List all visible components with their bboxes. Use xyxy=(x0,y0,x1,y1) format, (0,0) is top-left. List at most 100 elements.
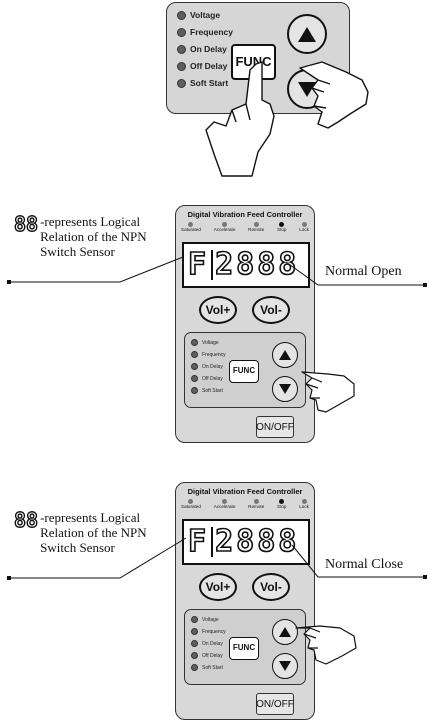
segment-digits-icon: 88 xyxy=(13,212,39,236)
status-stop: Stop xyxy=(277,499,286,509)
led-icon xyxy=(177,27,186,37)
indicator-soft-start: Soft Start xyxy=(177,78,233,88)
seven-segment-display: F 2 8 8 8 xyxy=(182,519,310,565)
status-label: Saturated xyxy=(181,504,201,509)
func-button[interactable]: FUNC xyxy=(229,360,259,383)
led-icon xyxy=(191,664,198,671)
vol-minus-button[interactable]: Vol- xyxy=(252,573,290,601)
vol-minus-button[interactable]: Vol- xyxy=(252,296,290,324)
indicator-frequency: Frequency xyxy=(177,27,233,37)
leader-line-sensor xyxy=(9,256,184,283)
display-digit: 2 xyxy=(214,524,235,559)
led-icon xyxy=(301,222,307,227)
indicator-label: On Delay xyxy=(202,363,223,370)
function-panel: Voltage Frequency On Delay Off Delay Sof… xyxy=(184,609,306,685)
indicator-off-delay: Off Delay xyxy=(177,61,233,71)
status-lock: Lock xyxy=(299,222,309,232)
status-label: Lock xyxy=(299,504,309,509)
down-button[interactable] xyxy=(272,376,298,402)
down-arrow-icon xyxy=(279,661,291,671)
down-arrow-icon xyxy=(279,384,291,394)
caption-normal-open: Normal Open xyxy=(325,264,402,279)
indicator-label: Frequency xyxy=(190,27,233,37)
leader-endpoint xyxy=(7,576,11,580)
indicator-list: Voltage Frequency On Delay Off Delay Sof… xyxy=(177,10,233,88)
led-icon xyxy=(301,499,307,504)
leader-endpoint xyxy=(423,575,427,579)
led-icon xyxy=(191,387,198,394)
up-arrow-icon xyxy=(279,627,291,637)
status-label: Accelerate xyxy=(213,227,236,232)
indicator-voltage: Voltage xyxy=(191,339,226,346)
controller-normal-close: Digital Vibration Feed Controller Satura… xyxy=(175,482,315,720)
hand-icon xyxy=(301,371,355,413)
leader-line-caption xyxy=(291,544,425,578)
status-remote: Remote xyxy=(248,499,264,509)
led-icon xyxy=(222,499,228,504)
up-button[interactable] xyxy=(272,619,298,645)
led-icon xyxy=(191,339,198,346)
indicator-on-delay: On Delay xyxy=(191,640,226,647)
vol-plus-button[interactable]: Vol+ xyxy=(199,573,237,601)
status-accelerate: Accelerate xyxy=(213,499,236,509)
note-text: -represents Logical Relation of the NPN … xyxy=(40,510,147,555)
indicator-label: Soft Start xyxy=(202,387,223,394)
status-row: Saturated Accelerate Remote Stop Lock xyxy=(181,222,309,232)
led-icon xyxy=(191,375,198,382)
status-accelerate: Accelerate xyxy=(213,222,236,232)
indicator-list: Voltage Frequency On Delay Off Delay Sof… xyxy=(191,616,226,671)
status-label: Saturated xyxy=(181,227,201,232)
led-icon xyxy=(253,499,259,504)
led-icon xyxy=(191,363,198,370)
up-button[interactable] xyxy=(287,14,327,54)
down-arrow-icon xyxy=(298,81,316,97)
status-remote: Remote xyxy=(248,222,264,232)
led-icon xyxy=(177,78,186,88)
up-arrow-icon xyxy=(298,26,316,42)
on-off-button[interactable]: ON/OFF xyxy=(256,416,294,438)
segment-digits-icon: 88 xyxy=(13,508,39,532)
up-button[interactable] xyxy=(272,342,298,368)
indicator-label: Voltage xyxy=(202,616,219,623)
note-text: -represents Logical Relation of the NPN … xyxy=(40,214,147,259)
hand-icon xyxy=(205,61,275,177)
display-digit: 8 xyxy=(277,524,298,559)
indicator-voltage: Voltage xyxy=(177,10,233,20)
note-normal-close: 88 -represents Logical Relation of the N… xyxy=(13,508,164,555)
func-button[interactable]: FUNC xyxy=(229,637,259,660)
indicator-label: Off Delay xyxy=(202,375,223,382)
display-digit: 8 xyxy=(256,247,277,282)
status-saturated: Saturated xyxy=(181,499,201,509)
indicator-label: On Delay xyxy=(202,640,223,647)
led-icon xyxy=(191,616,198,623)
status-stop: Stop xyxy=(277,222,286,232)
status-label: Accelerate xyxy=(213,504,236,509)
status-lock: Lock xyxy=(299,499,309,509)
led-icon xyxy=(188,499,194,504)
vol-plus-button[interactable]: Vol+ xyxy=(199,296,237,324)
indicator-label: Off Delay xyxy=(190,61,228,71)
controller-title: Digital Vibration Feed Controller xyxy=(187,487,303,496)
indicator-label: Soft Start xyxy=(190,78,229,88)
status-label: Lock xyxy=(299,227,309,232)
down-button[interactable] xyxy=(272,653,298,679)
led-icon xyxy=(222,222,228,227)
led-icon xyxy=(191,652,198,659)
indicator-soft-start: Soft Start xyxy=(191,387,226,394)
note-normal-open: 88 -represents Logical Relation of the N… xyxy=(13,212,164,259)
controller-title: Digital Vibration Feed Controller xyxy=(187,210,303,219)
on-off-button[interactable]: ON/OFF xyxy=(256,693,294,715)
status-label: Stop xyxy=(277,504,287,509)
led-icon xyxy=(191,351,198,358)
indicator-on-delay: On Delay xyxy=(177,44,233,54)
led-icon xyxy=(279,499,285,504)
led-icon xyxy=(191,640,198,647)
leader-line-sensor xyxy=(9,537,187,579)
display-digit: 8 xyxy=(235,247,256,282)
status-label: Stop xyxy=(277,227,287,232)
display-digit: 8 xyxy=(256,524,277,559)
indicator-list: Voltage Frequency On Delay Off Delay Sof… xyxy=(191,339,226,394)
led-icon xyxy=(253,222,259,227)
indicator-label: Soft Start xyxy=(202,664,223,671)
